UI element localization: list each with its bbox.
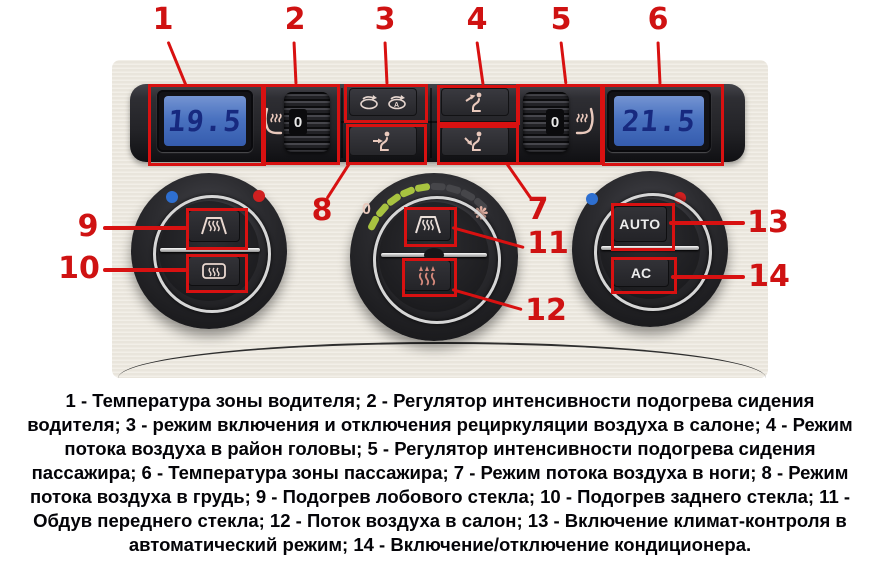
highlight-box-3	[344, 84, 428, 123]
callout-number-12: 12	[525, 293, 567, 328]
recirculation-icon	[360, 95, 378, 110]
highlight-box-8	[346, 124, 427, 165]
legend-line: автоматический режим; 14 - Включение/отк…	[128, 534, 752, 555]
driver-seat-heat-level: 0	[289, 109, 307, 135]
panel-divider	[341, 88, 343, 158]
highlight-box-13	[611, 203, 675, 251]
panel-divider	[341, 121, 516, 123]
middle-knob-chrome-ring	[373, 196, 501, 324]
callout-number-7: 7	[527, 192, 549, 227]
highlight-box-7	[437, 125, 519, 165]
callout-number-3: 3	[374, 2, 396, 37]
front-window-airflow-button[interactable]	[405, 208, 451, 241]
callout-number-13: 13	[747, 205, 789, 240]
highlight-box-1	[148, 84, 266, 166]
legend-line: потока воздуха в грудь; 9 - Подогрев лоб…	[29, 486, 851, 507]
highlight-box-11	[404, 207, 457, 247]
rear-defrost-icon	[202, 263, 226, 279]
cabin-airflow-icon	[418, 265, 436, 286]
legend-line: 1 - Температура зоны водителя; 2 - Регул…	[65, 390, 815, 411]
right-knob-chrome-ring	[594, 193, 712, 311]
callout-line-14	[671, 275, 745, 279]
legend-line: Обдув переднего стекла; 12 - Поток возду…	[33, 510, 847, 531]
highlight-box-14	[611, 257, 677, 294]
airflow-head-icon	[465, 92, 482, 112]
legend-line: водителя; 3 - режим включения и отключен…	[27, 414, 853, 435]
recirculation-button[interactable]: A	[349, 88, 417, 116]
legend-line: потока воздуха в район головы; 5 - Регул…	[64, 438, 816, 459]
passenger-seat-heat-icon	[574, 106, 596, 136]
callout-number-11: 11	[527, 226, 569, 261]
fan-zero-label: 0	[362, 201, 371, 218]
front-window-airflow-icon	[415, 215, 441, 233]
rear-defrost-button[interactable]	[188, 256, 240, 286]
passenger-temp-display: 21.5	[607, 90, 711, 152]
auto-recirculation-icon: A	[388, 95, 406, 110]
passenger-temp-screen: 21.5	[614, 96, 704, 146]
highlight-box-2	[261, 84, 340, 165]
airflow-chest-button[interactable]	[349, 126, 417, 156]
driver-temp-screen: 19.5	[164, 96, 246, 146]
cold-dot-right	[586, 193, 598, 205]
highlight-box-4	[437, 85, 520, 125]
passenger-seat-heat-thumbwheel[interactable]: 0	[523, 92, 569, 152]
driver-seat-heat-thumbwheel[interactable]: 0	[284, 92, 330, 152]
callout-number-6: 6	[647, 2, 669, 37]
left-knob-chrome-ring	[153, 195, 271, 313]
left-knob-pointer	[160, 248, 260, 252]
dashboard-trim-line	[118, 342, 766, 380]
highlight-box-12	[402, 258, 457, 297]
highlight-box-9	[186, 208, 248, 250]
legend-text: 1 - Температура зоны водителя; 2 - Регул…	[0, 389, 880, 557]
auto-button[interactable]: AUTO	[613, 206, 667, 242]
panel-divider	[430, 88, 432, 158]
callout-line-13	[669, 221, 745, 225]
callout-number-14: 14	[748, 259, 790, 294]
windshield-heat-button[interactable]	[188, 210, 240, 242]
cabin-airflow-button[interactable]	[403, 260, 451, 291]
airflow-head-button[interactable]	[441, 88, 509, 116]
callout-number-5: 5	[550, 2, 572, 37]
hot-dot-left	[253, 190, 265, 202]
callout-number-10: 10	[58, 251, 100, 286]
callout-line-10	[103, 268, 187, 272]
windshield-heat-icon	[201, 217, 227, 235]
callout-line-9	[103, 226, 187, 230]
fan-scale-segment-dark	[430, 182, 446, 191]
passenger-seat-heat-level: 0	[546, 109, 564, 135]
callout-number-9: 9	[77, 209, 99, 244]
callout-number-4: 4	[466, 2, 488, 37]
airflow-feet-button[interactable]	[441, 126, 509, 156]
callout-number-1: 1	[152, 2, 174, 37]
callout-number-2: 2	[284, 2, 306, 37]
airflow-feet-icon	[464, 131, 482, 151]
cold-dot-left	[166, 191, 178, 203]
svg-text:A: A	[394, 102, 399, 109]
highlight-box-10	[186, 254, 248, 293]
driver-temp-display: 19.5	[157, 90, 253, 152]
highlight-box-6	[602, 84, 724, 166]
airflow-chest-icon	[373, 131, 390, 151]
ac-button[interactable]: AC	[613, 258, 669, 287]
legend-line: пассажира; 6 - Температура зоны пассажир…	[31, 462, 849, 483]
callout-number-8: 8	[311, 193, 333, 228]
highlight-box-5	[516, 84, 603, 165]
